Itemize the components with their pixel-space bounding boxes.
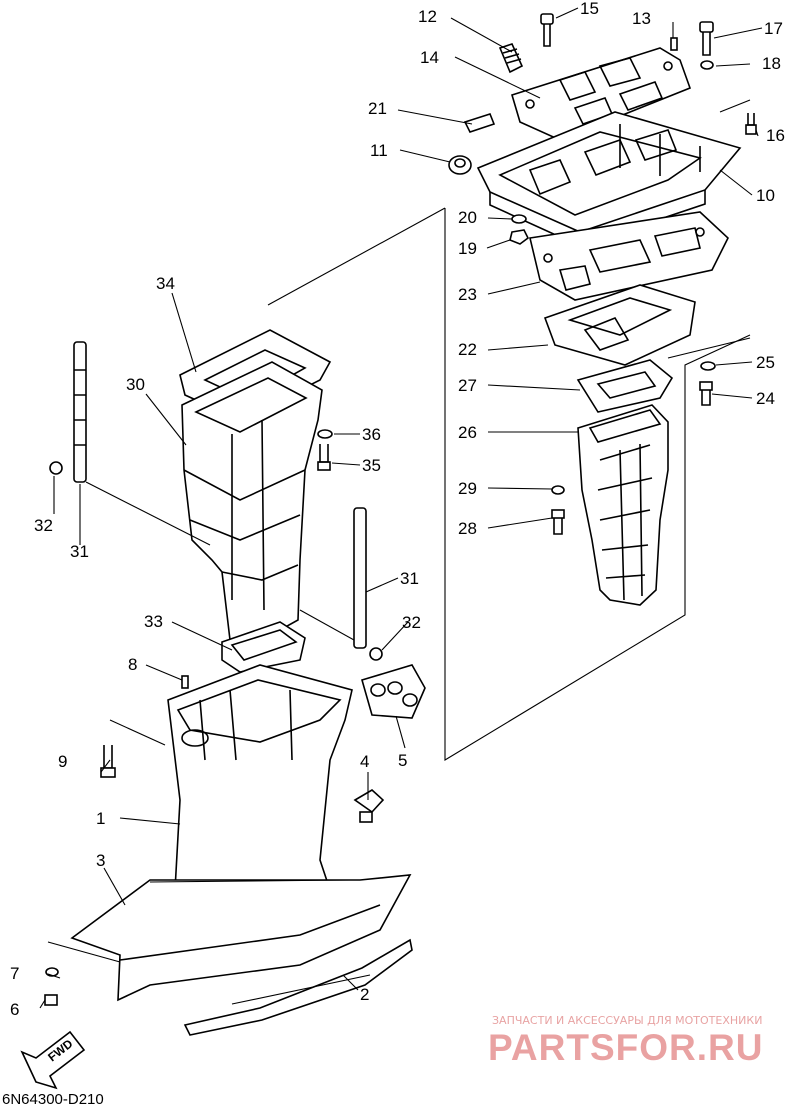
- callout-12: 12: [418, 7, 437, 26]
- washer-25: [700, 361, 716, 371]
- callout-27: 27: [458, 376, 477, 395]
- callout-9: 9: [58, 752, 67, 771]
- callout-29: 29: [458, 479, 477, 498]
- callout-35: 35: [362, 456, 381, 475]
- callout-13: 13: [632, 9, 651, 28]
- callout-leaders: [39, 7, 763, 1009]
- callout-7: 7: [10, 964, 19, 983]
- callout-30: 30: [126, 375, 145, 394]
- watermark: ЗАПЧАСТИ И АКСЕССУАРЫ ДЛЯ МОТОТЕХНИКИ PA…: [488, 1014, 763, 1068]
- bolt-17: [699, 21, 714, 56]
- callout-32-left: 32: [34, 516, 53, 535]
- callout-36: 36: [362, 425, 381, 444]
- washer-29: [551, 485, 565, 495]
- callout-1: 1: [96, 809, 105, 828]
- pin-8: [181, 675, 189, 689]
- callout-26: 26: [458, 423, 477, 442]
- callout-25: 25: [756, 353, 775, 372]
- callout-numbers: 12 15 13 17 14 18 21 16 11 10 20 19 23 2…: [10, 0, 785, 1019]
- bolt-35: [317, 444, 331, 471]
- watermark-tagline: ЗАПЧАСТИ И АКСЕССУАРЫ ДЛЯ МОТОТЕХНИКИ: [492, 1014, 762, 1027]
- seal-33: [221, 621, 306, 673]
- washer-36: [317, 429, 333, 439]
- callout-33: 33: [144, 612, 163, 631]
- exhaust-cover-gasket: [511, 47, 692, 141]
- callout-22: 22: [458, 340, 477, 359]
- callout-6: 6: [10, 1000, 19, 1019]
- callout-24: 24: [756, 389, 775, 408]
- callout-15: 15: [580, 0, 599, 18]
- callout-16: 16: [766, 126, 785, 145]
- bolt-6: [44, 994, 58, 1006]
- exhaust-manifold-26: [577, 404, 669, 606]
- cover-3: [70, 874, 412, 1002]
- exhaust-guide-upper: [476, 111, 742, 247]
- bolt-9: [100, 745, 116, 778]
- callout-2: 2: [360, 985, 369, 1004]
- callout-8: 8: [128, 655, 137, 674]
- callout-34: 34: [156, 274, 175, 293]
- callout-28: 28: [458, 519, 477, 538]
- washer-20: [511, 214, 527, 224]
- callout-20: 20: [458, 208, 477, 227]
- gasket-23: [529, 211, 729, 301]
- damper-31-right: [353, 507, 383, 661]
- nut-19: [509, 229, 530, 245]
- callout-21: 21: [368, 99, 387, 118]
- callout-3: 3: [96, 851, 105, 870]
- upper-casing-30: [181, 361, 323, 641]
- fitting-21: [463, 113, 496, 133]
- washer-18: [700, 60, 714, 70]
- diagram-code: 6N64300-D210: [2, 1091, 104, 1107]
- cover-2: [183, 938, 413, 1036]
- grommet-11: [448, 155, 472, 175]
- callout-18: 18: [762, 54, 781, 73]
- callout-4: 4: [360, 752, 369, 771]
- hose-nipple: [498, 43, 524, 74]
- bolt-16: [745, 113, 757, 135]
- gasket-27: [576, 359, 674, 413]
- damper-31-left: [49, 341, 87, 483]
- callout-31-right: 31: [400, 569, 419, 588]
- exhaust-guide-22: [543, 284, 696, 366]
- callout-23: 23: [458, 285, 477, 304]
- watermark-brand: PARTSFOR.RU: [488, 1027, 763, 1068]
- pin-13: [670, 37, 678, 51]
- callout-31-left: 31: [70, 542, 89, 561]
- callout-32-right: 32: [402, 613, 421, 632]
- bolt-24: [699, 381, 713, 406]
- callout-17: 17: [764, 19, 783, 38]
- fwd-arrow-icon: FWD: [20, 1030, 86, 1090]
- bolt-28: [551, 509, 565, 535]
- callout-11: 11: [370, 141, 388, 160]
- plate-5: [361, 664, 426, 719]
- bolt-15: [540, 13, 554, 47]
- plug-4: [353, 789, 385, 823]
- callout-5: 5: [398, 751, 407, 770]
- callout-14: 14: [420, 48, 439, 67]
- callout-10: 10: [756, 186, 775, 205]
- callout-19: 19: [458, 239, 477, 258]
